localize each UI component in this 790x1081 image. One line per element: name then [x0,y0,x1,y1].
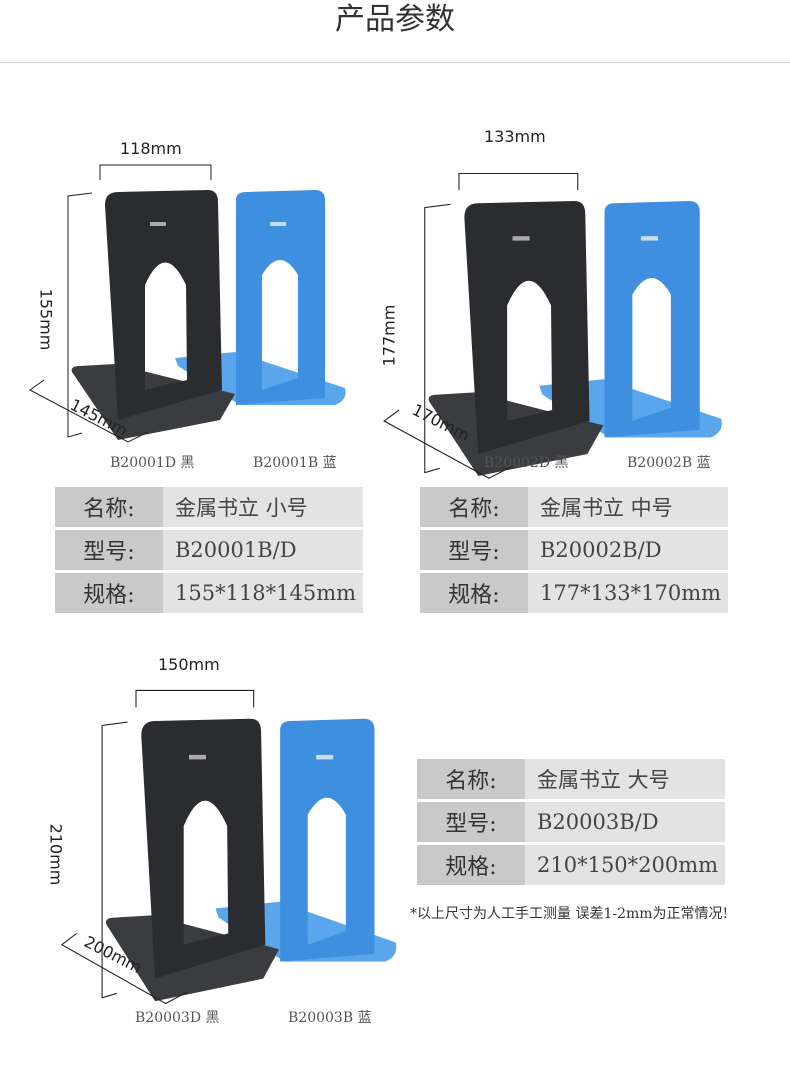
spec-row-size: 规格:210*150*200mm [417,845,725,885]
caption-black: B20003D 黑 [135,1010,220,1026]
spec-value: B20002B/D [528,530,728,570]
width-dimension: 150mm [158,655,220,674]
caption-black: B20002D 黑 [484,455,569,471]
black-bookend-panel [141,718,266,979]
spec-label: 规格: [55,573,163,613]
height-dimension: 155mm [36,288,56,351]
caption-blue: B20002B 蓝 [627,455,711,471]
width-bracket [99,164,212,180]
logo-mark [640,236,659,241]
spec-value: 金属书立 大号 [525,759,725,799]
caption-black: B20001D 黑 [110,455,195,471]
blue-bookend-panel [604,201,700,438]
spec-label: 型号: [417,802,525,842]
caption-blue: B20003B 蓝 [288,1010,372,1026]
logo-mark [188,754,206,760]
depth-bracket [383,409,511,479]
spec-value: B20003B/D [525,802,725,842]
black-bookend-panel [105,190,222,420]
bookend-pair [383,172,722,479]
height-bracket [67,192,93,438]
caption-blue: B20001B 蓝 [253,455,337,471]
spec-value: 210*150*200mm [525,845,725,885]
spec-row-size: 规格:155*118*145mm [55,573,363,613]
black-bookend-panel [464,201,590,454]
spec-label: 型号: [55,530,163,570]
spec-row-model: 型号:B20003B/D [417,802,725,842]
height-dimension: 210mm [46,823,66,886]
height-bracket [101,721,128,999]
width-bracket [458,172,579,191]
spec-label: 型号: [420,530,528,570]
blue-bookend-panel [236,190,325,405]
logo-mark [270,222,286,226]
spec-row-size: 规格:177*133*170mm [420,573,728,613]
spec-value: 155*118*145mm [163,573,363,613]
logo-mark [316,754,334,760]
depth-bracket [60,932,188,1005]
spec-label: 规格: [417,845,525,885]
spec-label: 名称: [55,487,163,527]
spec-label: 名称: [420,487,528,527]
depth-bracket [29,379,149,443]
bookend-pair [60,689,397,1005]
spec-value: 金属书立 中号 [528,487,728,527]
width-dimension: 118mm [120,139,182,158]
spec-table-medium: 名称:金属书立 中号 型号:B20002B/D 规格:177*133*170mm [420,487,728,616]
width-dimension: 133mm [484,127,546,146]
height-bracket [424,203,451,474]
spec-row-name: 名称:金属书立 中号 [420,487,728,527]
spec-value: 177*133*170mm [528,573,728,613]
height-dimension: 177mm [379,304,399,367]
spec-table-small: 名称:金属书立 小号 型号:B20001B/D 规格:155*118*145mm [55,487,363,616]
spec-table-large: 名称:金属书立 大号 型号:B20003B/D 规格:210*150*200mm [417,759,725,888]
measurement-note: *以上尺寸为人工手工测量 误差1-2mm为正常情况! [410,906,729,922]
width-bracket [135,689,255,708]
spec-row-name: 名称:金属书立 大号 [417,759,725,799]
spec-label: 名称: [417,759,525,799]
spec-value: B20001B/D [163,530,363,570]
spec-value: 金属书立 小号 [163,487,363,527]
spec-row-model: 型号:B20002B/D [420,530,728,570]
spec-label: 规格: [420,573,528,613]
divider [0,62,790,63]
logo-mark [512,236,530,241]
spec-row-name: 名称:金属书立 小号 [55,487,363,527]
blue-bookend-panel [280,718,375,962]
spec-row-model: 型号:B20001B/D [55,530,363,570]
page-title: 产品参数 [335,2,455,37]
bookend-pair [29,164,346,443]
logo-mark [150,222,166,226]
